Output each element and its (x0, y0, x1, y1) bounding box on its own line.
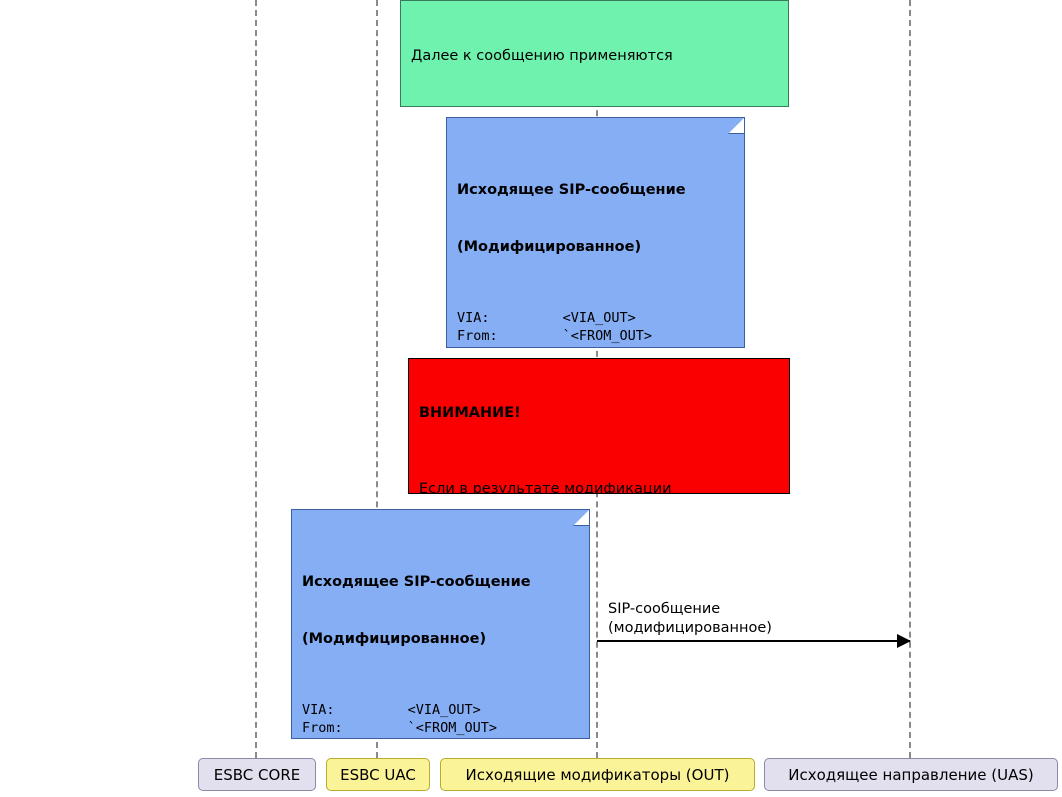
lifeline-esbc-uac (376, 0, 378, 758)
lifeline-esbc-core (255, 0, 257, 758)
warning-title: ВНИМАНИЕ! (419, 405, 521, 421)
note-fold-corner-icon (728, 118, 744, 134)
note-sip-lower-title-line-1: Исходящее SIP-сообщение (302, 574, 531, 590)
note-green-line-2: исходящие модификаторы OUT (411, 104, 778, 106)
warning-body: Если в результате модификации какой-либо… (419, 481, 672, 494)
participant-out-modifiers[interactable]: Исходящие модификаторы (OUT) (440, 758, 755, 791)
participant-esbc-uac[interactable]: ESBC UAC (326, 758, 430, 791)
participant-esbc-uac-label: ESBC UAC (340, 765, 416, 784)
message-label-line-1: SIP-сообщение (608, 601, 721, 617)
note-sip-upper-title-line-2: (Модифицированное) (457, 239, 642, 255)
note-sip-lower-headers: VIA: <VIA_OUT> From: `<FROM_OUT> To: `<T… (302, 702, 498, 737)
message-label-line-2: (модифицированное) (608, 620, 772, 636)
arrow-head-icon (897, 634, 911, 648)
participant-uas-direction[interactable]: Исходящее направление (UAS) (764, 758, 1058, 791)
note-sip-upper-headers: VIA: <VIA_OUT> From: `<FROM_OUT> To: `<T… (457, 310, 653, 347)
note-sip-upper-title-line-1: Исходящее SIP-сообщение (457, 182, 686, 198)
message-arrow-sip-modified (597, 634, 911, 648)
participant-uas-direction-label: Исходящее направление (UAS) (788, 765, 1034, 784)
note-sip-lower-title-line-2: (Модифицированное) (302, 631, 487, 647)
note-outgoing-modifiers-info: Далее к сообщению применяются исходящие … (400, 0, 789, 107)
lifeline-uas-direction (909, 0, 911, 758)
note-sip-message-lower: Исходящее SIP-сообщение (Модифицированно… (291, 509, 590, 739)
note-sip-message-upper: Исходящее SIP-сообщение (Модифицированно… (446, 117, 745, 348)
note-warning-invalid-header: ВНИМАНИЕ! Если в результате модификации … (408, 358, 790, 494)
participant-esbc-core-label: ESBC CORE (213, 765, 301, 784)
note-fold-corner-icon (573, 510, 589, 526)
participant-esbc-core[interactable]: ESBC CORE (198, 758, 316, 791)
participant-out-modifiers-label: Исходящие модификаторы (OUT) (465, 765, 730, 784)
note-green-line-1: Далее к сообщению применяются (411, 48, 673, 64)
